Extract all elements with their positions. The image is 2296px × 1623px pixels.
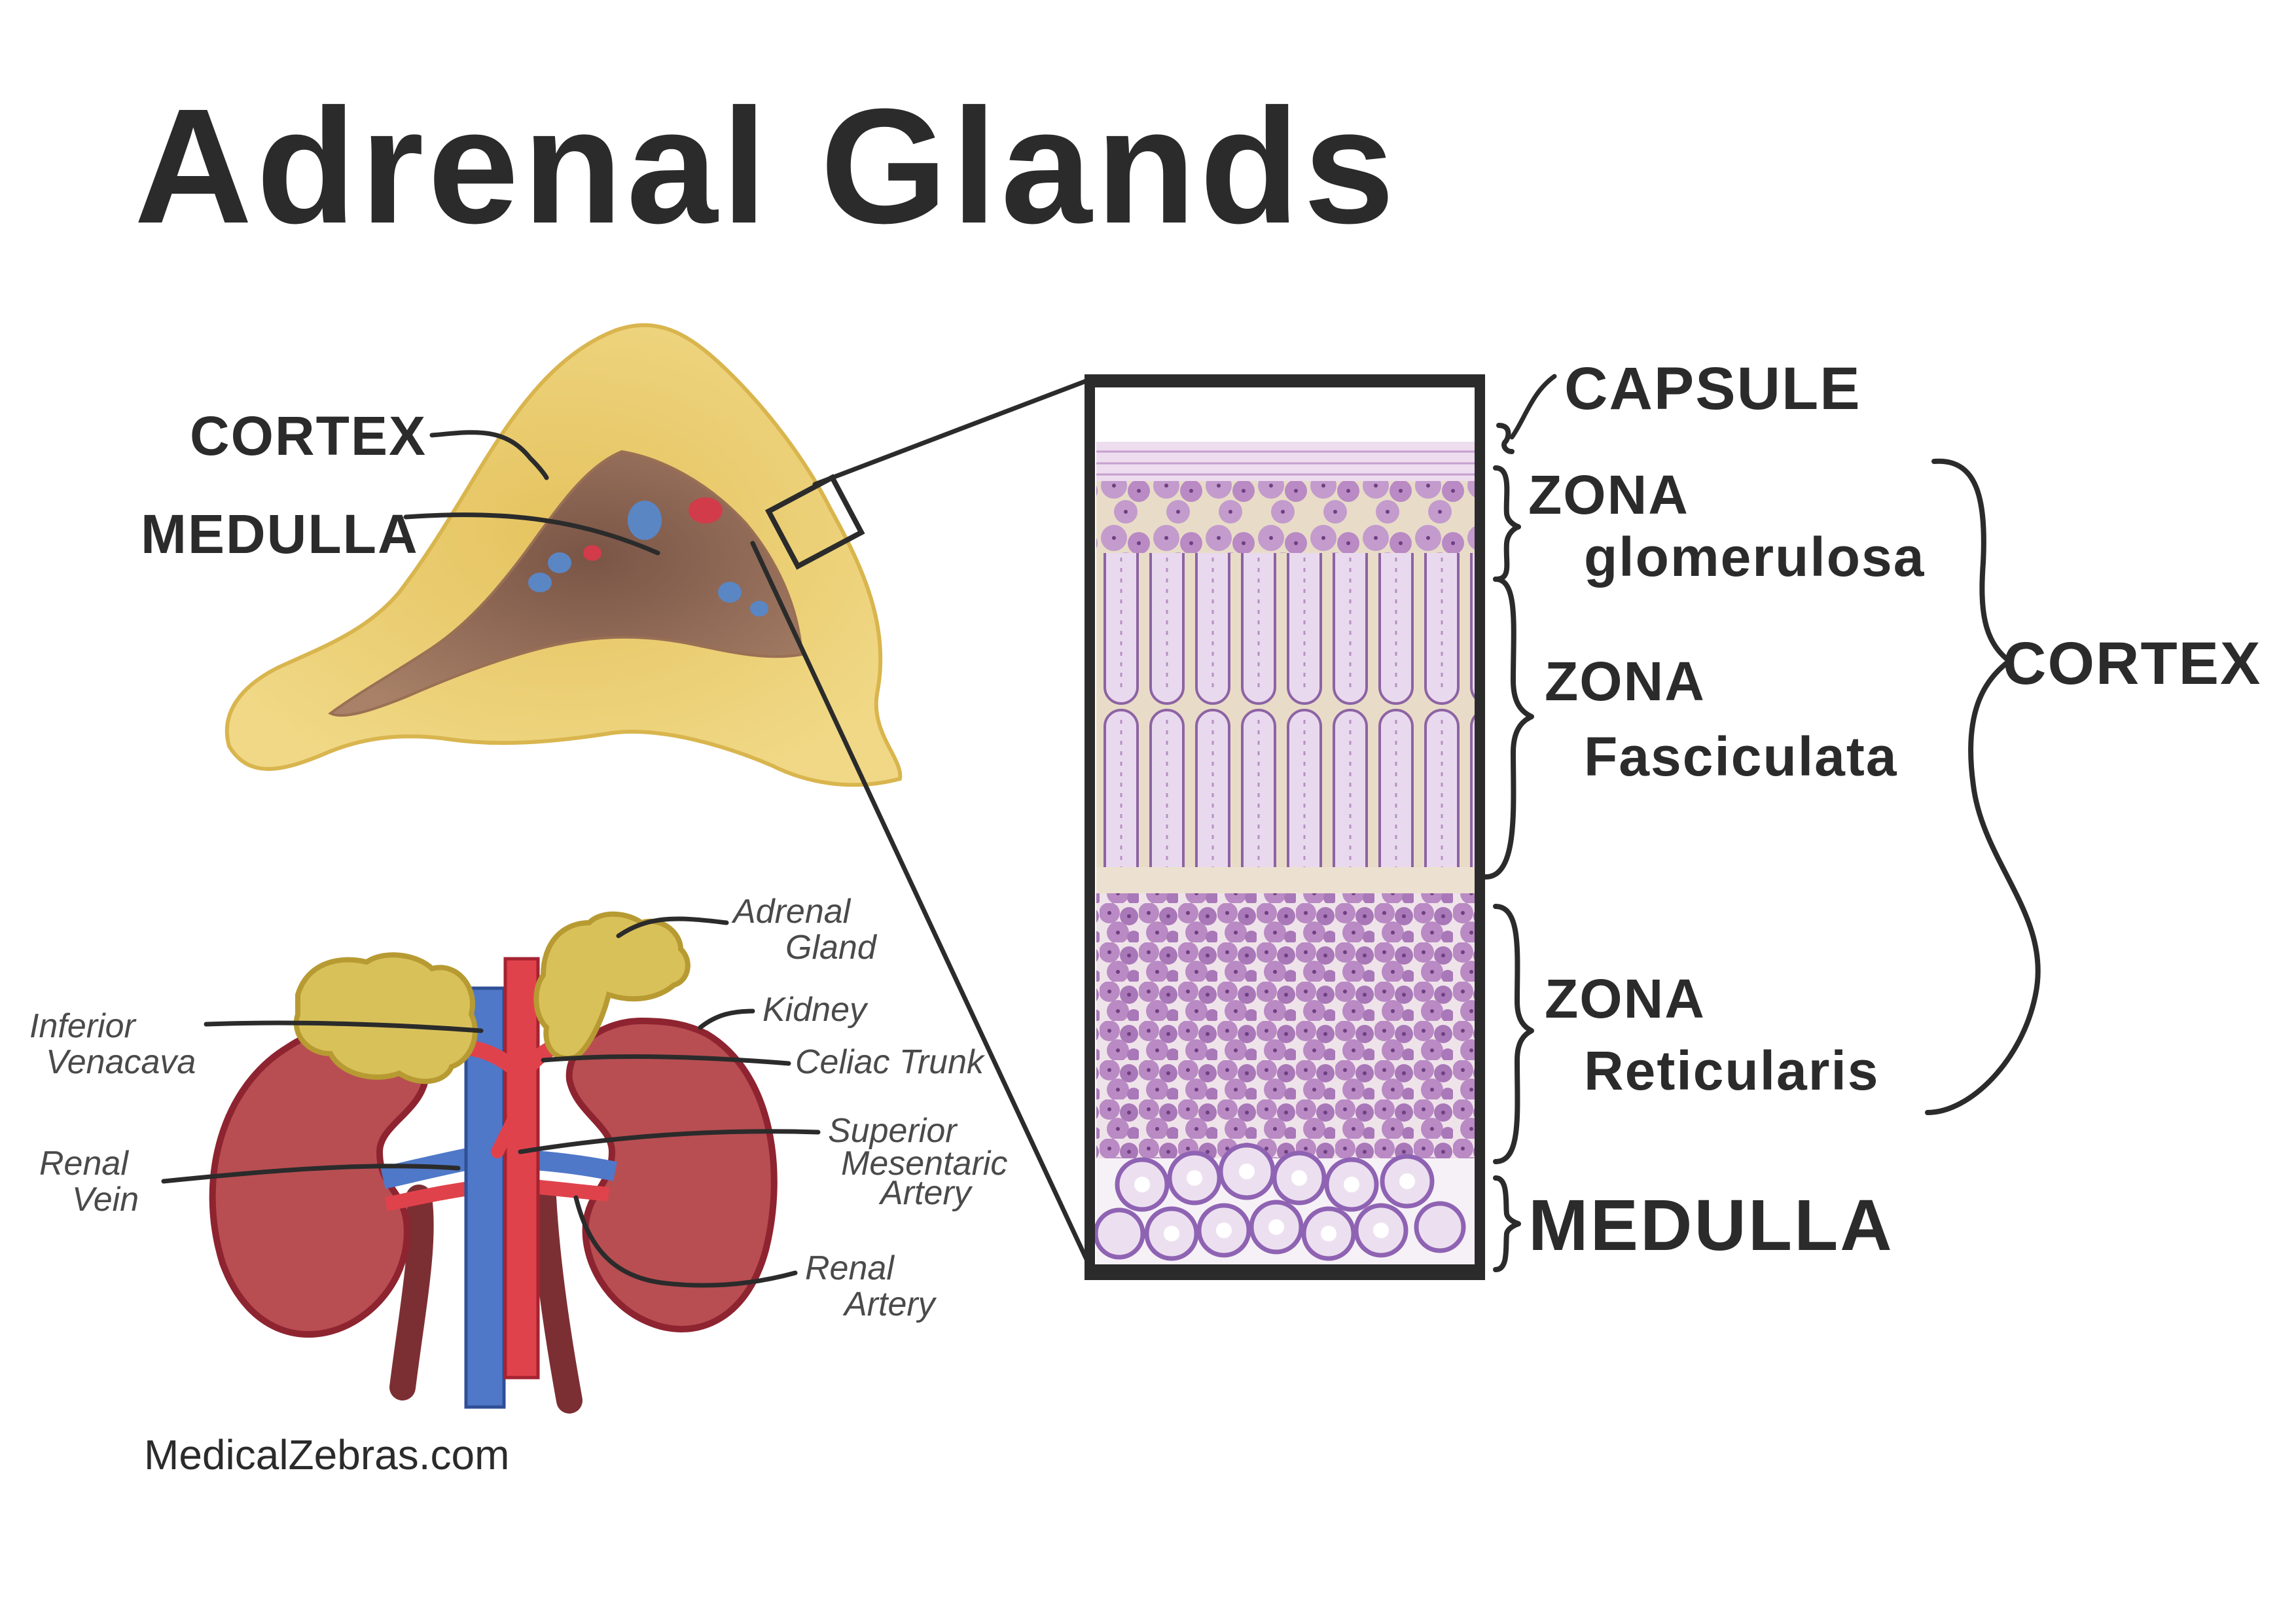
artery-blob xyxy=(689,497,723,524)
medulla-bracket xyxy=(1493,1175,1521,1272)
histology-medulla-label: MEDULLA xyxy=(1528,1185,1894,1266)
superior-mesenteric xyxy=(491,1099,527,1158)
vein-blob xyxy=(528,573,552,592)
kidney-label: Kidney xyxy=(762,991,869,1029)
medulla-label: MEDULLA xyxy=(141,503,419,565)
right-adrenal-gland xyxy=(533,911,691,1061)
renal-artery-label-line2: Artery xyxy=(842,1285,937,1323)
glomerulosa-bracket xyxy=(1493,465,1521,582)
fasciculata-bracket xyxy=(1483,577,1534,880)
sma-leader xyxy=(518,1129,821,1154)
vein-blob xyxy=(548,552,571,573)
adrenal-gland-label-line1: Adrenal xyxy=(731,893,852,931)
zona-fasciculata-label-line1: ZONA xyxy=(1545,651,1706,712)
left-adrenal-gland xyxy=(293,952,478,1084)
right-ureter xyxy=(530,1185,583,1414)
kidney-labels: Adrenal Gland Kidney Inferior Venacava C… xyxy=(29,893,1007,1323)
kidney-leader xyxy=(698,1008,755,1030)
capsule-bracket xyxy=(1496,423,1515,454)
capsule-leader xyxy=(1509,374,1557,440)
ivc-label-line1: Inferior xyxy=(29,1007,137,1045)
renal-vein-leader xyxy=(161,1164,461,1184)
artery-blob xyxy=(583,545,601,561)
ivc-label-line2: Venacava xyxy=(46,1043,196,1081)
sma-label-line3: Artery xyxy=(878,1174,973,1212)
reticularis-bracket xyxy=(1493,904,1534,1164)
adrenal-leader xyxy=(616,916,729,938)
adrenal-cross-section: CORTEX MEDULLA xyxy=(141,323,1092,1269)
zoom-box xyxy=(764,474,865,570)
sma-label-line1: Superior xyxy=(828,1112,958,1150)
vein-blob xyxy=(628,501,662,540)
celiac-leader xyxy=(541,1054,791,1066)
aorta xyxy=(503,957,540,1380)
medulla-shape xyxy=(328,450,804,717)
sma-label-line2: Mesentaric xyxy=(841,1145,1007,1183)
page-title: Adrenal Glands xyxy=(134,75,1399,257)
cortex-leader xyxy=(429,430,549,480)
zona-reticularis-label-line1: ZONA xyxy=(1545,968,1706,1029)
zona-glomerulosa-label-line1: ZONA xyxy=(1528,464,1689,526)
adrenal-gland-label-line2: Gland xyxy=(785,929,878,967)
zoom-line-bottom xyxy=(750,541,1092,1269)
renal-vein-label-line2: Vein xyxy=(72,1181,139,1219)
medulla-leader xyxy=(403,512,660,556)
histology-labels: CAPSULE ZONA glomerulosa ZONA Fasciculat… xyxy=(1483,355,2261,1272)
histology-column xyxy=(1085,374,1485,1280)
ivc-leader xyxy=(204,1020,484,1033)
site-credit: MedicalZebras.com xyxy=(144,1431,509,1478)
kidney-diagram xyxy=(161,911,821,1414)
zoom-line-top xyxy=(812,377,1092,487)
zona-reticularis-layer xyxy=(1096,893,1475,1158)
left-ureter xyxy=(389,1185,434,1400)
cortex-big-bracket xyxy=(1925,458,2041,1115)
renal-vein-label-line1: Renal xyxy=(39,1145,129,1183)
celiac-trunk-label: Celiac Trunk xyxy=(795,1043,986,1081)
capsule-label: CAPSULE xyxy=(1564,355,1861,422)
cortex-label: CORTEX xyxy=(190,405,427,467)
zona-reticularis-label-line2: Reticularis xyxy=(1584,1040,1880,1101)
renal-artery-label-line1: Renal xyxy=(805,1249,895,1287)
zona-glomerulosa-label-line2: glomerulosa xyxy=(1584,526,1925,588)
zona-fasciculata-layer xyxy=(1096,553,1475,867)
vein-blob xyxy=(750,601,768,616)
zona-fasciculata-label-line2: Fasciculata xyxy=(1584,726,1898,787)
vein-blob xyxy=(718,582,742,603)
cortex-zone-label: CORTEX xyxy=(2003,630,2261,697)
renal-artery-leader xyxy=(573,1195,798,1288)
